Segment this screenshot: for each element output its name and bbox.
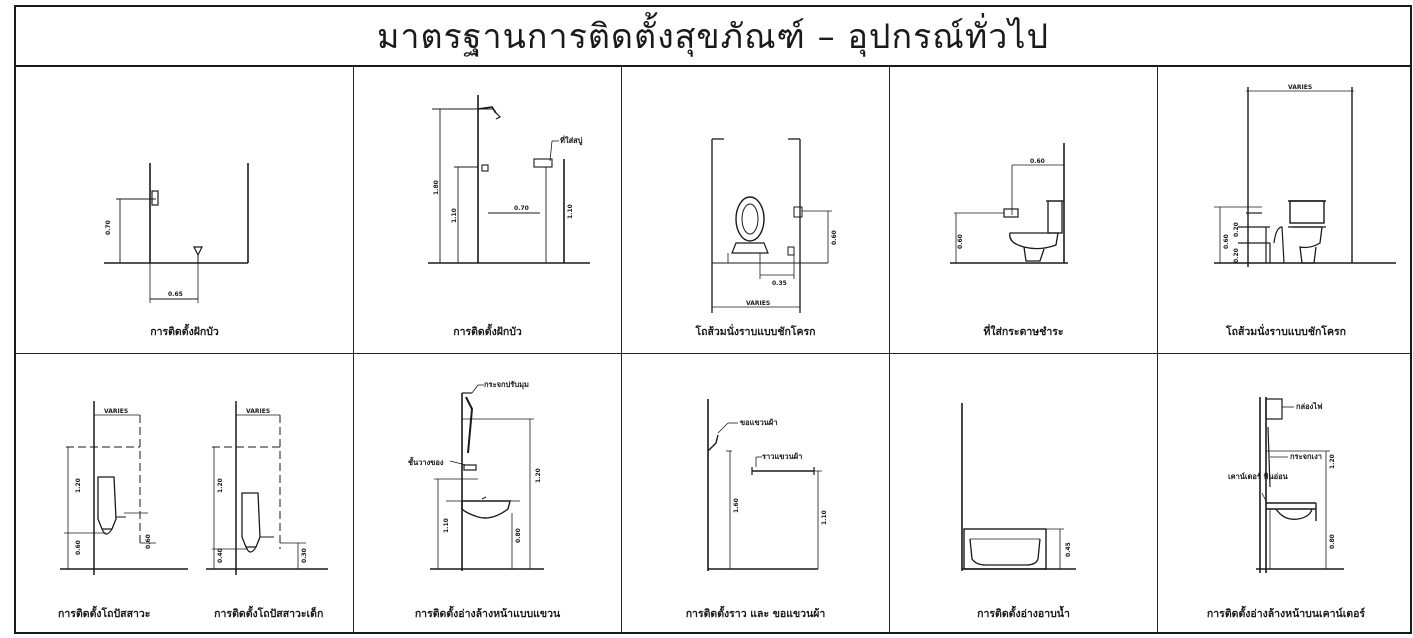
- varies-label: VARIES: [746, 300, 770, 307]
- paper-holder-drawing: 0.60 0.60: [950, 143, 1068, 264]
- toilet-side-drawing: VARIES 0.60 0.20 0.20: [1214, 84, 1396, 267]
- bathtub-drawing: 0.45: [961, 403, 1076, 571]
- shower-1-drawing: 0.70 0.65: [104, 163, 249, 303]
- cell-shower-1: 0.70 0.65 การติดตั้งฝักบัว: [16, 67, 354, 353]
- caption-bathtub: การติดตั้งอ่างอาบน้ำ: [977, 608, 1070, 620]
- varies-label: VARIES: [104, 408, 128, 415]
- cell-wall-basin: กระจกปรับมุม ชั้นวางของ 1.10 1.20 0.80 ก…: [354, 353, 622, 634]
- dim-label: 0.60: [831, 230, 838, 245]
- cell-toilet-front: 0.60 0.35 VARIES โถส้วมนั่งราบแบบชักโครก: [622, 67, 890, 353]
- dim-label: 0.60: [1223, 234, 1230, 249]
- light-box-label: กล่องไฟ: [1296, 401, 1322, 411]
- dim-label: 0.70: [514, 205, 529, 212]
- dim-label: 0.20: [1233, 248, 1240, 263]
- tilt-mirror-label: กระจกปรับมุม: [484, 380, 529, 389]
- dim-label: 1.80: [433, 180, 440, 195]
- varies-label: VARIES: [1288, 84, 1312, 91]
- shelf-label: ชั้นวางของ: [408, 456, 444, 467]
- towel-bar-drawing: ขอแขวนผ้า ราวแขวนผ้า 1.60 1.10: [707, 399, 828, 571]
- dim-label: 0.80: [1329, 534, 1336, 549]
- dim-label: 0.35: [772, 280, 787, 287]
- dim-label: 0.60: [145, 534, 152, 549]
- dim-label: 1.20: [217, 478, 224, 493]
- wall-basin-drawing: กระจกปรับมุม ชั้นวางของ 1.10 1.20 0.80: [408, 380, 544, 571]
- dim-label: 1.20: [535, 468, 542, 483]
- urinals-drawing: VARIES 1.20 0.60 0.60 VARIES 1.20 0.40 0…: [60, 401, 328, 575]
- title-bar: มาตรฐานการติดตั้งสุขภัณฑ์ – อุปกรณ์ทั่วไ…: [16, 7, 1410, 67]
- caption-shower-1: การติดตั้งฝักบัว: [150, 326, 219, 338]
- dim-label: 0.80: [515, 528, 522, 543]
- dim-label: 0.45: [1065, 542, 1072, 557]
- caption-wall-basin: การติดตั้งอ่างล้างหน้าแบบแขวน: [414, 608, 561, 620]
- toilet-front-drawing: 0.60 0.35 VARIES: [711, 138, 838, 313]
- cell-bathtub: 0.45 การติดตั้งอ่างอาบน้ำ: [890, 353, 1158, 634]
- dim-label: 0.70: [105, 220, 112, 235]
- dim-label: 1.20: [1329, 454, 1336, 469]
- caption-toilet-front: โถส้วมนั่งราบแบบชักโครก: [695, 326, 816, 338]
- towel-hook-label: ขอแขวนผ้า: [740, 418, 778, 427]
- caption-counter-basin: การติดตั้งอ่างล้างหน้าบนเคาน์เตอร์: [1206, 608, 1366, 620]
- dim-label: 1.60: [733, 498, 740, 513]
- cell-toilet-side: VARIES 0.60 0.20 0.20 โถส้วมนั่งราบแบบชั…: [1158, 67, 1413, 353]
- caption-shower-2: การติดตั้งฝักบัว: [453, 326, 522, 338]
- dim-label: 1.10: [451, 208, 458, 223]
- mirror-label: กระจกเงา: [1290, 452, 1322, 461]
- counter-label: เคาน์เตอร์ หินอ่อน: [1228, 472, 1289, 481]
- dim-label: 1.20: [75, 478, 82, 493]
- cell-towel-bar: ขอแขวนผ้า ราวแขวนผ้า 1.60 1.10 การติดตั้…: [622, 353, 890, 634]
- dim-label: 0.30: [301, 548, 308, 563]
- drawing-sheet: มาตรฐานการติดตั้งสุขภัณฑ์ – อุปกรณ์ทั่วไ…: [14, 5, 1412, 634]
- varies-label: VARIES: [246, 408, 270, 415]
- caption-toilet-side: โถส้วมนั่งราบแบบชักโครก: [1226, 326, 1346, 338]
- counter-basin-drawing: กล่องไฟ กระจกเงา เคาน์เตอร์ หินอ่อน 1.20…: [1228, 397, 1344, 573]
- dim-label: 0.65: [168, 291, 183, 298]
- shower-2-drawing: ที่ใส่สบู่ 1.80 1.10 0.70 1.10: [428, 95, 590, 264]
- dim-label: 0.40: [217, 548, 224, 563]
- dim-label: 1.10: [443, 518, 450, 533]
- row-divider: [16, 353, 1410, 354]
- cell-urinals: VARIES 1.20 0.60 0.60 VARIES 1.20 0.40 0…: [16, 353, 354, 634]
- dim-label: 0.60: [1030, 158, 1045, 165]
- cell-counter-basin: กล่องไฟ กระจกเงา เคาน์เตอร์ หินอ่อน 1.20…: [1158, 353, 1413, 634]
- dim-label: 1.10: [567, 204, 574, 219]
- caption-paper-holder: ที่ใส่กระดาษชำระ: [983, 326, 1064, 338]
- dim-label: 1.10: [821, 510, 828, 525]
- caption-urinal-adult: การติดตั้งโถปัสสาวะ: [58, 608, 151, 620]
- caption-towel-bar: การติดตั้งราว และ ขอแขวนผ้า: [685, 608, 826, 620]
- towel-rail-label: ราวแขวนผ้า: [762, 452, 802, 461]
- dim-label: 0.60: [957, 234, 964, 249]
- cell-shower-2: ที่ใส่สบู่ 1.80 1.10 0.70 1.10 การติดตั้…: [354, 67, 622, 353]
- sheet-title: มาตรฐานการติดตั้งสุขภัณฑ์ – อุปกรณ์ทั่วไ…: [376, 17, 1050, 57]
- dim-label: 0.20: [1233, 222, 1240, 237]
- soap-dish-label: ที่ใส่สบู่: [560, 134, 583, 146]
- dim-label: 0.60: [75, 540, 82, 555]
- caption-urinal-child: การติดตั้งโถปัสสาวะเด็ก: [214, 608, 324, 620]
- cell-paper-holder: 0.60 0.60 ที่ใส่กระดาษชำระ: [890, 67, 1158, 353]
